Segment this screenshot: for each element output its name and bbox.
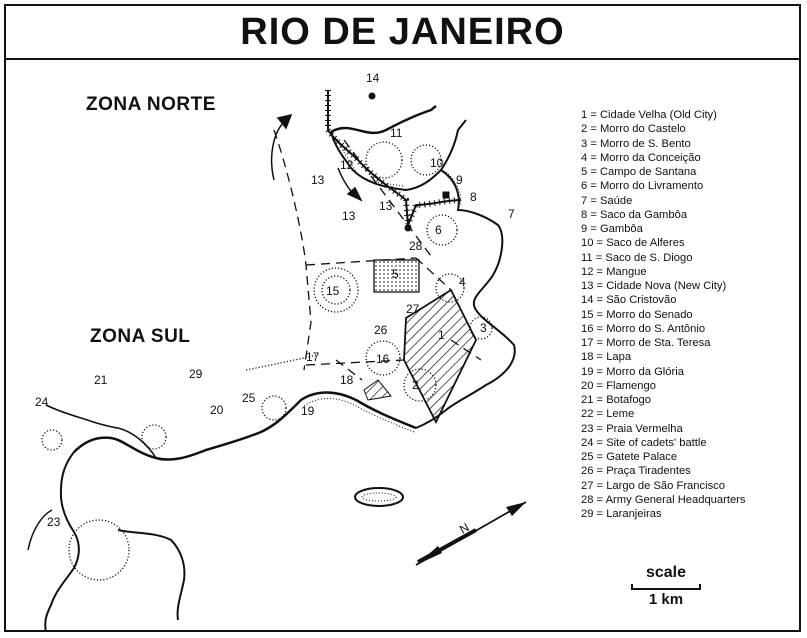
map-number: 7 (508, 207, 515, 221)
scale-bar (631, 584, 701, 590)
map-number: 13 (311, 173, 325, 187)
map-number: 20 (210, 403, 224, 417)
legend-item: 2 = Morro do Castelo (581, 123, 686, 136)
legend-item: 29 = Laranjeiras (581, 508, 662, 520)
scale-bar-block: scale 1 km (626, 564, 706, 608)
legend-item: 4 = Morro da Conceição (581, 151, 701, 164)
legend-item: 12 = Mangue (581, 265, 647, 278)
old-city (403, 288, 478, 425)
hills (41, 141, 493, 581)
legend-item: 8 = Saco da Gambôa (581, 208, 688, 221)
legend-item: 23 = Praia Vermelha (581, 422, 683, 435)
map-number: 5 (392, 267, 399, 281)
map-number: 10 (430, 156, 444, 170)
map-number: 24 (35, 395, 49, 409)
legend-item: 28 = Army General Headquarters (581, 493, 746, 506)
coastline-south (27, 391, 417, 632)
map-number: 25 (242, 391, 256, 405)
map-number: 13 (379, 199, 393, 213)
legend-item: 17 = Morro de Sta. Teresa (581, 337, 711, 349)
legend-item: 16 = Morro do S. Antônio (581, 322, 706, 335)
zona-sul-label: ZONA SUL (90, 326, 191, 347)
legend-item: 27 = Largo de São Francisco (581, 479, 725, 492)
map-number: 26 (374, 323, 388, 337)
map-number: 3 (480, 321, 487, 335)
railway (325, 90, 462, 232)
legend-item: 20 = Flamengo (581, 379, 656, 392)
map-number: 14 (366, 71, 380, 85)
map-number: 11 (390, 126, 403, 140)
route-arrows (270, 113, 363, 202)
map-number: 1 (438, 328, 445, 342)
map-number: 19 (301, 404, 315, 418)
legend-item: 6 = Morro do Livramento (581, 180, 704, 193)
map-number: 23 (47, 515, 61, 529)
map-number: 29 (189, 367, 203, 381)
legend-item: 26 = Praça Tiradentes (581, 465, 691, 478)
legend-item: 25 = Gatete Palace (581, 451, 678, 463)
scale-label: scale (645, 564, 687, 581)
scale-distance: 1 km (648, 591, 684, 608)
island (354, 487, 404, 507)
legend-item: 14 = São Cristovão (581, 294, 677, 307)
map-number: 4 (459, 275, 466, 289)
legend-item: 11 = Saco de S. Diogo (581, 251, 693, 264)
map-title: RIO DE JANEIRO (240, 10, 565, 53)
north-arrow: N (415, 501, 527, 566)
legend-item: 18 = Lapa (581, 351, 632, 364)
map-number: 21 (94, 373, 108, 387)
sao-cristovao-dot (368, 92, 376, 100)
legend: 1 = Cidade Velha (Old City) 2 = Morro do… (581, 108, 745, 521)
campo-de-santana (373, 259, 420, 293)
map-number: 28 (409, 239, 423, 253)
legend-item: 9 = Gambôa (581, 223, 643, 235)
map-number: 27 (406, 302, 420, 316)
map-number: 13 (342, 209, 356, 223)
map-canvas: N 14 11 10 12 9 8 7 13 13 13 6 28 5 15 4… (27, 71, 527, 632)
legend-item: 15 = Morro do Senado (581, 308, 693, 321)
map-number: 9 (456, 173, 463, 187)
map-number: 17 (306, 350, 320, 364)
zona-norte-label: ZONA NORTE (86, 94, 216, 115)
title-bar: RIO DE JANEIRO (6, 6, 799, 60)
lapa-area (363, 379, 392, 401)
legend-item: 21 = Botafogo (581, 394, 651, 406)
map-number: 8 (470, 190, 477, 204)
map-number: 18 (340, 373, 354, 387)
legend-item: 24 = Site of cadets' battle (581, 436, 707, 449)
legend-item: 13 = Cidade Nova (New City) (581, 280, 727, 292)
map-number-labels: 14 11 10 12 9 8 7 13 13 13 6 28 5 15 4 2… (35, 71, 515, 529)
district-boundaries (273, 129, 482, 381)
legend-item: 10 = Saco de Alferes (581, 237, 685, 250)
legend-item: 22 = Leme (581, 408, 635, 421)
map-number: 2 (412, 378, 419, 392)
legend-item: 5 = Campo de Santana (581, 166, 697, 178)
coastline-north (330, 105, 516, 429)
legend-item: 1 = Cidade Velha (Old City) (581, 109, 717, 121)
legend-item: 3 = Morro de S. Bento (581, 137, 691, 150)
legend-item: 7 = Saúde (581, 194, 633, 207)
map-number: 16 (376, 352, 390, 366)
legend-item: 19 = Morro da Glória (581, 365, 684, 378)
map-number: 15 (326, 284, 340, 298)
map-frame: RIO DE JANEIRO (4, 4, 801, 632)
map-number: 6 (435, 223, 442, 237)
map-number: 12 (340, 158, 354, 172)
